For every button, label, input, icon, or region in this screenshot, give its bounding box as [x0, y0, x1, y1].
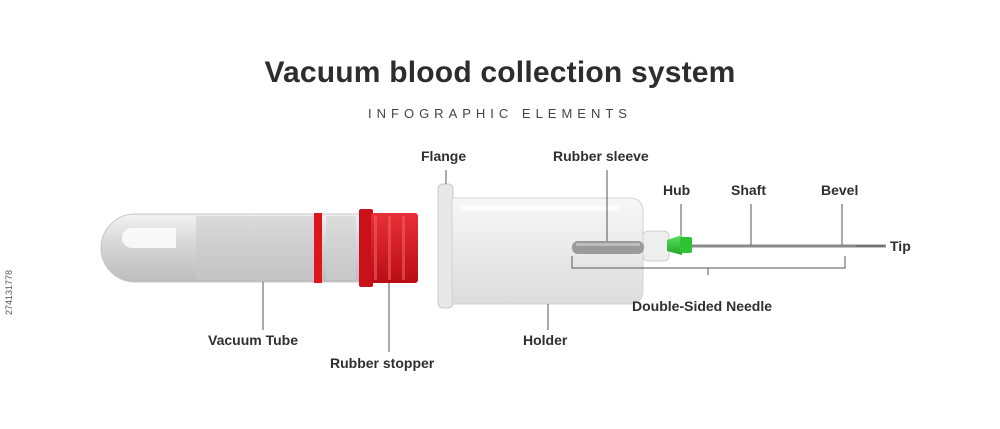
label-rubber-sleeve: Rubber sleeve [553, 148, 649, 164]
tube-red-band [314, 213, 322, 283]
vacuum-tube [100, 213, 373, 283]
diagram-title: Vacuum blood collection system [264, 56, 736, 89]
label-double-sided-needle: Double-Sided Needle [632, 298, 773, 314]
label-holder: Holder [523, 332, 568, 348]
label-tip: Tip [890, 238, 911, 254]
label-shaft: Shaft [731, 182, 766, 198]
label-hub: Hub [663, 182, 691, 198]
rubber-stopper [359, 209, 418, 287]
rubber-sleeve [572, 241, 644, 254]
label-flange: Flange [421, 148, 467, 164]
needle-bracket [571, 256, 846, 275]
label-vacuum-tube: Vacuum Tube [208, 332, 298, 348]
diagram-subtitle: INFOGRAPHIC ELEMENTS [368, 106, 632, 121]
needle-hub [667, 235, 692, 255]
label-bevel: Bevel [821, 182, 859, 198]
label-rubber-stopper: Rubber stopper [330, 355, 435, 371]
